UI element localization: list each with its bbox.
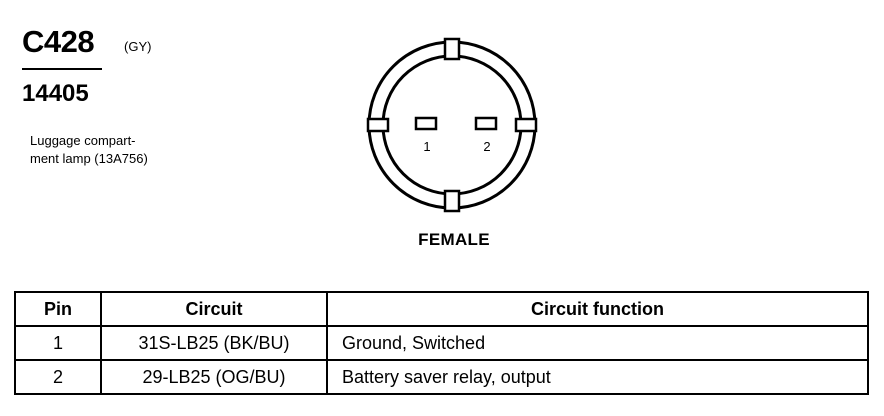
column-header-function: Circuit function xyxy=(326,291,869,327)
circuit-cell: 31S-LB25 (BK/BU) xyxy=(100,325,328,361)
connector-inner-ring xyxy=(381,54,523,196)
key-notch-right xyxy=(514,117,538,133)
pin-cell: 1 xyxy=(14,325,102,361)
pin-cell: 2 xyxy=(14,359,102,395)
pin-label-2: 2 xyxy=(483,139,490,154)
connector-face-diagram: 1 2 xyxy=(366,37,538,213)
pin-label-1: 1 xyxy=(423,139,430,154)
description-text: Luggage compart- ment lamp (13A756) xyxy=(30,133,148,166)
function-cell: Ground, Switched xyxy=(326,325,869,361)
pinout-table: Pin Circuit Circuit function 1 31S-LB25 … xyxy=(14,291,869,395)
part-number: 14405 xyxy=(22,80,89,107)
table-row: 1 31S-LB25 (BK/BU) Ground, Switched xyxy=(14,325,869,361)
pin-cavity-1 xyxy=(414,116,438,131)
circuit-cell: 29-LB25 (OG/BU) xyxy=(100,359,328,395)
connector-outer-ring xyxy=(367,40,537,210)
column-header-pin: Pin xyxy=(14,291,102,327)
key-notch-bottom xyxy=(443,189,461,213)
connector-id: C428 xyxy=(22,24,95,59)
table-header-row: Pin Circuit Circuit function xyxy=(14,291,869,327)
component-description: Luggage compart- ment lamp (13A756) xyxy=(30,132,210,168)
function-cell: Battery saver relay, output xyxy=(326,359,869,395)
color-code: (GY) xyxy=(124,39,152,54)
column-header-circuit: Circuit xyxy=(100,291,328,327)
key-notch-left xyxy=(366,117,390,133)
key-notch-top xyxy=(443,37,461,61)
pin-cavity-2 xyxy=(474,116,498,131)
table-row: 2 29-LB25 (OG/BU) Battery saver relay, o… xyxy=(14,359,869,395)
title-divider xyxy=(22,68,102,70)
connector-view-label: FEMALE xyxy=(418,230,490,249)
